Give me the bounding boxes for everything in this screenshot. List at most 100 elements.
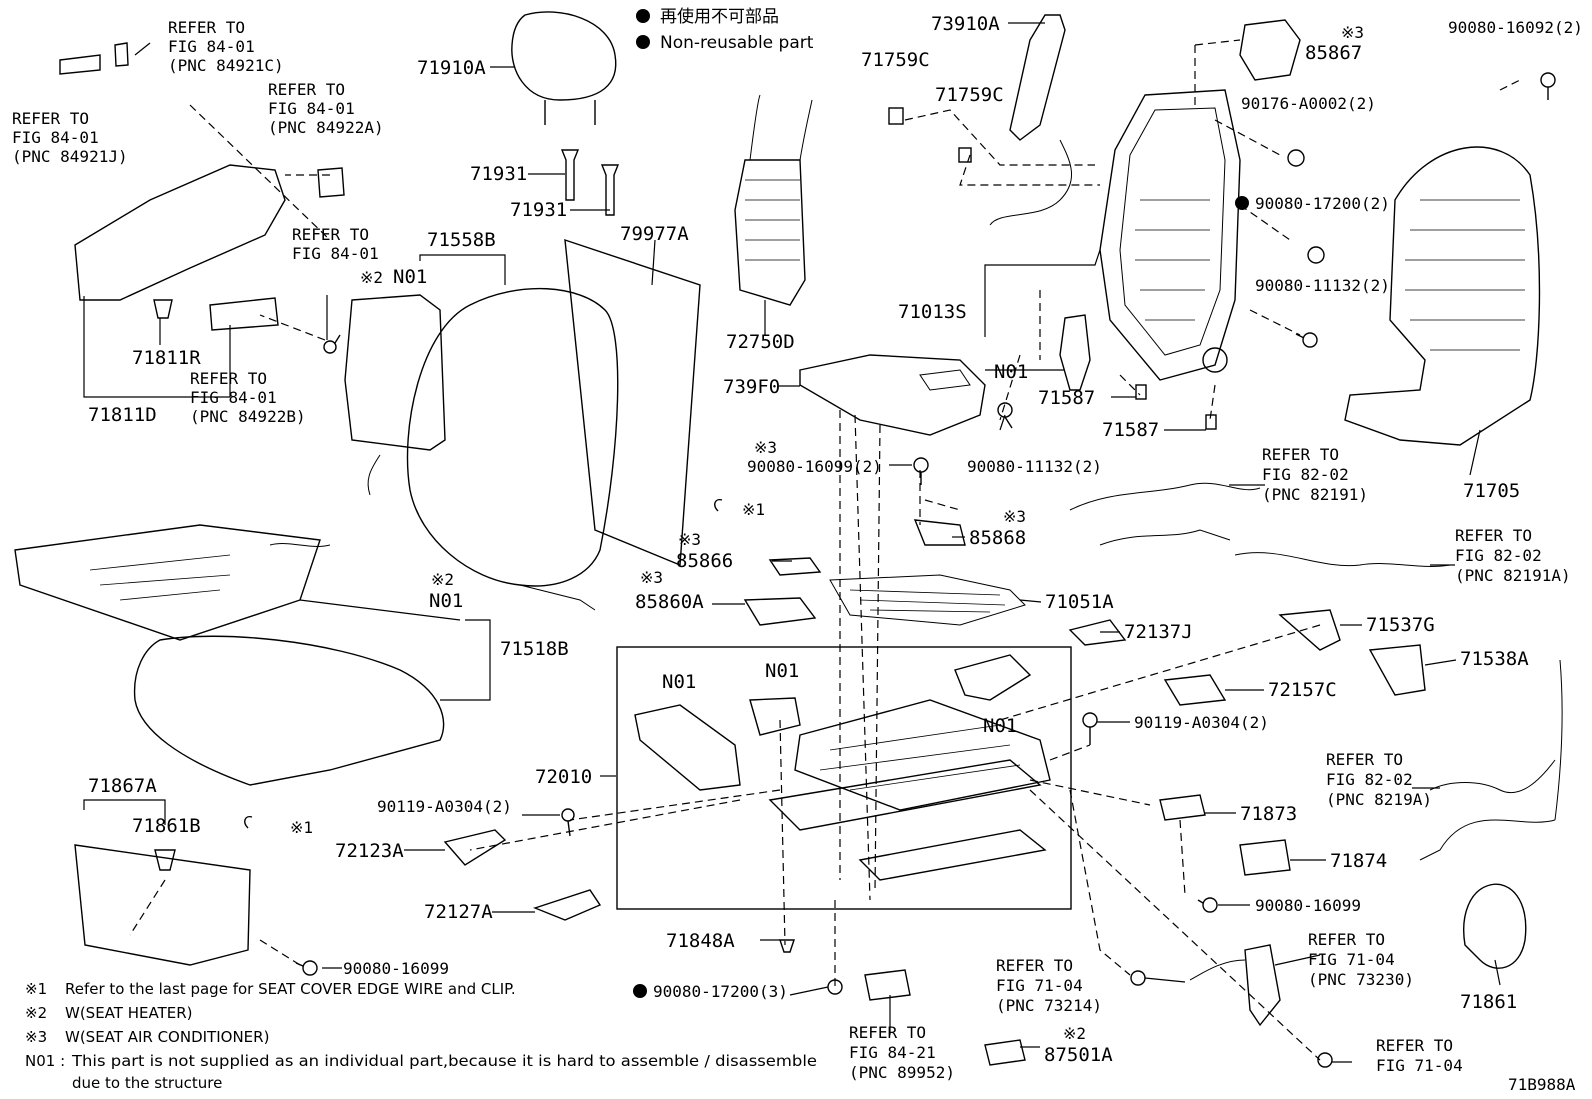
emblem-drawing <box>59 54 101 75</box>
part-number-71538A: 71538A <box>1460 648 1529 670</box>
footnote-n01-line-1: This part is not supplied as an individu… <box>71 1052 817 1070</box>
clip-71873-drawing <box>1159 794 1206 821</box>
cover-72123A-drawing <box>443 829 507 866</box>
part-number-71537G: 71537G <box>1366 614 1435 636</box>
seatback-heater-panel-drawing <box>344 294 446 451</box>
non-reusable-bullet-icon <box>1235 196 1249 210</box>
part-number-72137J: 72137J <box>1124 621 1193 643</box>
refer-to-89952: REFER TO FIG 84-21 (PNC 89952) <box>849 1023 955 1082</box>
part-number-72127A: 72127A <box>424 901 493 923</box>
mat-wire-drawing <box>269 543 331 547</box>
bolt-icon <box>913 457 929 485</box>
footnote-3: W(SEAT AIR CONDITIONER) <box>65 1028 269 1046</box>
part-number-71811R: 71811R <box>132 347 201 369</box>
part-number-739F0: 739F0 <box>723 376 780 398</box>
bolt-icon <box>1540 72 1556 100</box>
mark-3: ※3 <box>1003 507 1026 526</box>
bolt-icon <box>1197 897 1218 913</box>
part-number-N01: N01 <box>765 660 799 682</box>
non-reusable-bullet-icon <box>636 9 650 23</box>
footnote-n01-line-2: due to the structure <box>72 1074 222 1092</box>
cover-strap-drawing <box>519 584 596 611</box>
mark-2: ※2 <box>431 570 454 589</box>
side-airbag-drawing <box>1009 14 1066 141</box>
part-number-N01: N01 <box>994 361 1028 383</box>
switch-84922A-drawing <box>317 167 345 198</box>
footnote-3-mark: ※3 <box>25 1028 47 1046</box>
part-number-71558B: 71558B <box>427 229 496 251</box>
part-number-71705: 71705 <box>1463 480 1520 502</box>
part-number-90119-A0304: 90119-A0304(2) <box>377 797 512 816</box>
mark-3: ※3 <box>1341 23 1364 42</box>
part-number-73910A: 73910A <box>931 13 1000 35</box>
seat-cushion-cover-drawing <box>133 635 445 786</box>
bracket-71537G-drawing <box>1278 609 1341 651</box>
side-cover-71811D-drawing <box>74 164 286 301</box>
cover-72157C-drawing <box>1163 674 1227 706</box>
footnote-1-mark: ※1 <box>25 980 47 998</box>
mark-3: ※3 <box>678 530 701 549</box>
bolt-icon <box>1082 712 1098 745</box>
non-reusable-bullet-icon <box>636 35 650 49</box>
clip-drawing <box>958 147 972 163</box>
recliner-motor-drawing <box>1059 314 1091 391</box>
lifter-motor-drawing <box>954 654 1032 701</box>
switch-knob-drawing <box>114 42 129 67</box>
part-number-71873: 71873 <box>1240 803 1297 825</box>
bolt-icon <box>561 808 575 837</box>
footnote-2-mark: ※2 <box>25 1004 47 1022</box>
refer-to-73214: REFER TO FIG 71-04 (PNC 73214) <box>996 956 1102 1015</box>
nut-icon <box>1307 246 1325 264</box>
refer-to-84922A: REFER TO FIG 84-01 (PNC 84922A) <box>268 80 384 137</box>
part-number-90080-11132: 90080-11132(2) <box>1255 276 1390 295</box>
mark-3: ※3 <box>640 568 663 587</box>
part-number-71518B: 71518B <box>500 638 569 660</box>
part-number-71759C: 71759C <box>861 49 930 71</box>
fastener-drawing <box>714 498 723 512</box>
refer-to-8219A: REFER TO FIG 82-02 (PNC 8219A) <box>1326 750 1432 809</box>
footnote-2: W(SEAT HEATER) <box>65 1004 192 1022</box>
leader-lines <box>83 22 1501 1063</box>
part-number-71931: 71931 <box>470 163 527 185</box>
part-number-90080-17200: 90080-17200(2) <box>1255 194 1390 213</box>
board-hatch-drawing <box>1405 199 1525 351</box>
part-number-71861B: 71861B <box>132 815 201 837</box>
refer-to-84922B: REFER TO FIG 84-01 (PNC 84922B) <box>190 369 306 426</box>
part-number-72750D: 72750D <box>726 331 795 353</box>
part-number-71013S: 71013S <box>898 301 967 323</box>
part-number-71848A: 71848A <box>666 930 735 952</box>
headrest-guide-drawing <box>560 149 620 216</box>
refer-to-82191A: REFER TO FIG 82-02 (PNC 82191A) <box>1455 526 1571 585</box>
part-number-N01: N01 <box>393 266 427 288</box>
seatback-pad-drawing <box>564 238 701 567</box>
cover-72127A-drawing <box>532 889 602 921</box>
harness-82191-drawing <box>1069 482 1261 546</box>
part-number-71587: 71587 <box>1102 419 1159 441</box>
blower-87501A-drawing <box>984 1039 1026 1066</box>
bracket-71874-drawing <box>1239 839 1291 876</box>
part-number-90080-16092: 90080-16092(2) <box>1448 18 1583 37</box>
part-number-72010: 72010 <box>535 766 592 788</box>
mark-2: ※2 <box>360 268 383 287</box>
clip-icon <box>154 849 176 871</box>
vent-opening-drawing <box>919 369 971 391</box>
connector-89952-drawing <box>864 969 911 1001</box>
harness-bottom-right-drawing <box>1429 759 1556 794</box>
clip-drawing <box>888 107 904 125</box>
airbag-harness-drawing <box>989 139 1073 226</box>
bolt-icon <box>323 334 341 354</box>
headrest-drawing <box>511 11 617 125</box>
legend-non-reusable-en: Non-reusable part <box>660 33 814 53</box>
side-shield-drawing <box>74 844 251 966</box>
refer-to-82191: REFER TO FIG 82-02 (PNC 82191) <box>1262 445 1368 504</box>
mark-1: ※1 <box>742 500 765 519</box>
harness-8219A-drawing <box>1419 659 1563 861</box>
part-number-71811D: 71811D <box>88 404 157 426</box>
part-number-90080-16099: 90080-16099(2) <box>747 457 882 476</box>
mark-2: ※2 <box>1063 1024 1086 1043</box>
part-number-85867: 85867 <box>1305 42 1362 64</box>
clip-icon <box>779 939 795 953</box>
nut-icon <box>1317 1052 1333 1068</box>
refer-to-8401: REFER TO FIG 84-01 <box>292 225 379 263</box>
